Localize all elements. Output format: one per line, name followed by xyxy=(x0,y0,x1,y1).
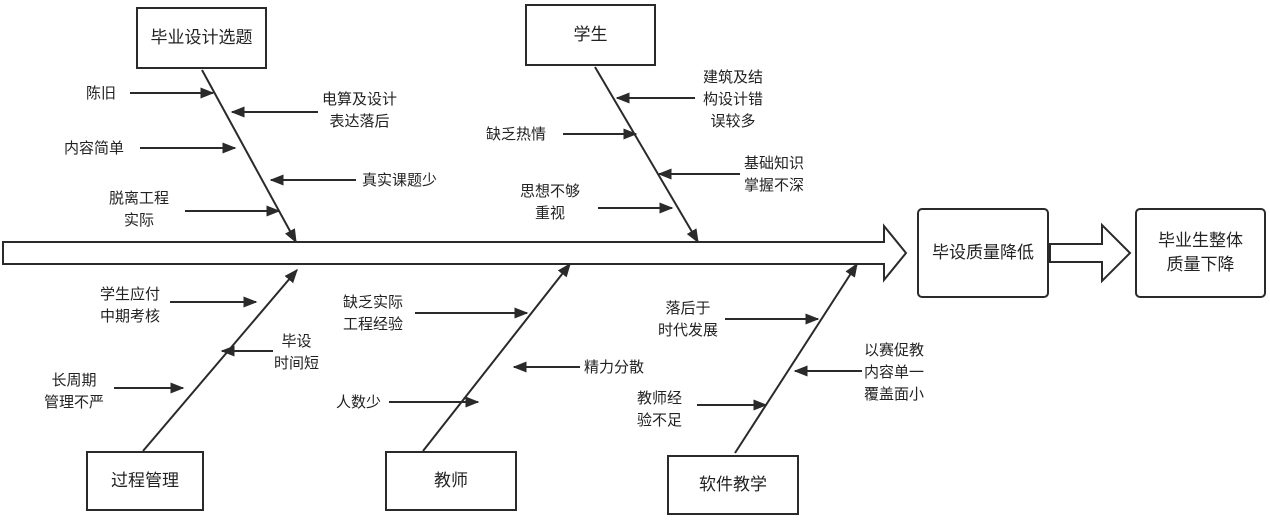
cause-label: 以赛促教 内容单一 覆盖面小 xyxy=(864,341,925,403)
cause-label: 基础知识 掌握不深 xyxy=(744,154,805,194)
cause-label: 精力分散 xyxy=(584,358,645,376)
cause-label: 电算及设计 表达落后 xyxy=(322,90,398,130)
cause-label: 脱离工程 实际 xyxy=(109,189,170,229)
cause-label: 人数少 xyxy=(336,393,382,411)
category-label: 软件教学 xyxy=(699,475,767,495)
cause-label: 长周期 管理不严 xyxy=(44,371,105,411)
category-box-topic: 毕业设计选题 xyxy=(136,7,267,69)
category-box-software: 软件教学 xyxy=(667,455,799,515)
bone-student xyxy=(594,66,699,244)
cause-label: 建筑及结 构设计错 误较多 xyxy=(703,68,764,130)
category-label: 学生 xyxy=(573,25,608,45)
cause-label: 学生应付 中期考核 xyxy=(100,285,161,325)
cause-label: 毕设 时间短 xyxy=(274,332,320,372)
category-label: 教师 xyxy=(434,471,468,491)
cause-label: 缺乏实际 工程经验 xyxy=(343,293,404,333)
cause-label: 缺乏热情 xyxy=(486,125,547,143)
cause-label: 内容简单 xyxy=(64,139,125,157)
bone-topic xyxy=(201,69,297,244)
bone-software xyxy=(734,262,858,454)
category-box-process: 过程管理 xyxy=(86,451,204,511)
category-label: 毕业设计选题 xyxy=(150,28,253,48)
cause-label: 思想不够 重视 xyxy=(520,182,581,222)
category-box-student: 学生 xyxy=(525,4,656,66)
effect-label: 毕设质量降低 xyxy=(932,243,1034,263)
category-label: 过程管理 xyxy=(111,471,179,491)
bone-process xyxy=(142,268,298,452)
outcome-box: 毕业生整体 质量下降 xyxy=(1135,208,1266,298)
cause-label: 落后于 时代发展 xyxy=(658,299,719,339)
outcome-arrow xyxy=(1049,222,1132,284)
cause-label: 陈旧 xyxy=(86,84,117,102)
cause-label: 真实课题少 xyxy=(362,171,438,189)
effect-box: 毕设质量降低 xyxy=(917,208,1049,298)
outcome-label: 毕业生整体 质量下降 xyxy=(1158,231,1243,275)
bone-teacher xyxy=(422,262,571,452)
cause-label: 教师经 验不足 xyxy=(637,389,683,429)
spine-arrow xyxy=(2,223,908,283)
category-box-teacher: 教师 xyxy=(385,451,517,511)
